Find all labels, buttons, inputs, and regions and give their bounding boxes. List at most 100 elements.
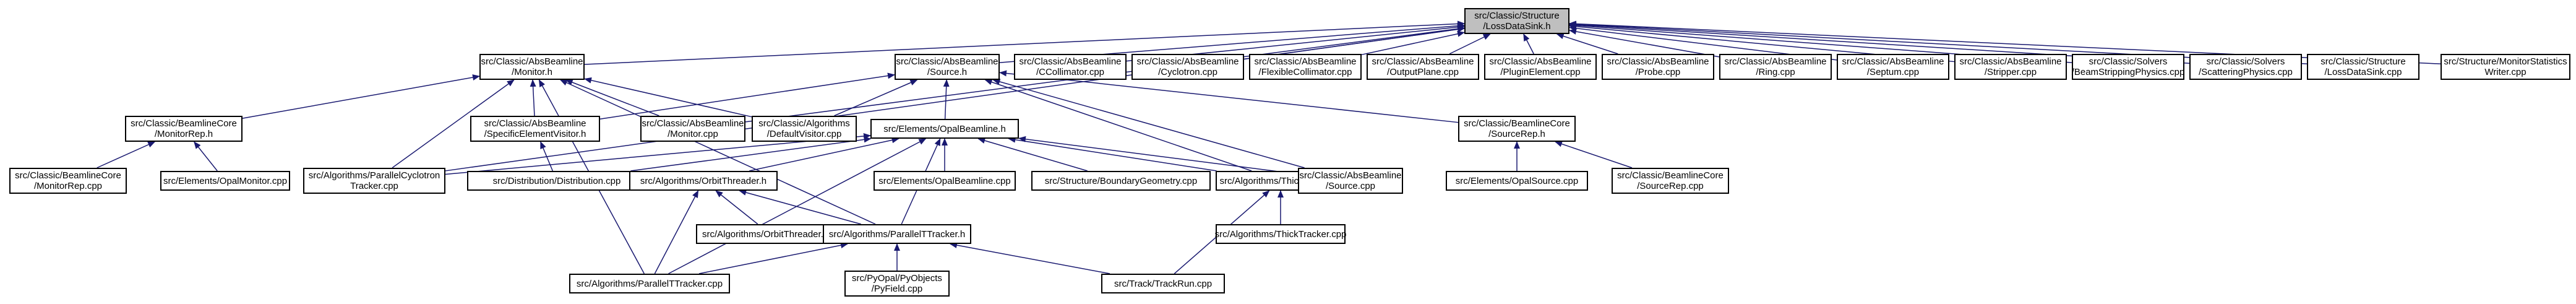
node-label-line: src/Algorithms/ThickTracker.cpp: [1214, 228, 1347, 240]
node-paralleltracker-cpp[interactable]: src/Algorithms/ParallelTTracker.cpp: [569, 274, 730, 293]
node-lossdatasink-h[interactable]: src/Classic/Structure/LossDataSink.h: [1464, 8, 1569, 34]
node-label-line: src/Distribution/Distribution.cpp: [492, 175, 621, 186]
node-flexiblecollimator-cpp[interactable]: src/Classic/AbsBeamline/FlexibleCollimat…: [1249, 54, 1362, 80]
node-probe-cpp[interactable]: src/Classic/AbsBeamline/Probe.cpp: [1602, 54, 1714, 80]
node-label-line: /FlexibleCollimator.cpp: [1258, 67, 1352, 77]
node-paralleltracker-h[interactable]: src/Algorithms/ParallelTTracker.h: [823, 224, 971, 244]
node-label-line: /LossDataSink.cpp: [2324, 67, 2402, 77]
edge-thicktracker-h-to-source-h: [984, 79, 1252, 172]
node-sourcerep-cpp[interactable]: src/Classic/BeamlineCore/SourceRep.cpp: [1612, 168, 1729, 194]
node-boundarygeometry-cpp[interactable]: src/Structure/BoundaryGeometry.cpp: [1031, 171, 1211, 191]
node-label-line: src/Classic/BeamlineCore: [1464, 118, 1570, 129]
node-label-line: /LossDataSink.h: [1483, 21, 1551, 32]
edge-ring-cpp-to-lossdatasink-h: [1569, 28, 1720, 58]
node-specificelementvisitor-h[interactable]: src/Classic/AbsBeamline/SpecificElementV…: [470, 116, 600, 142]
edge-sourcerep-cpp-to-sourcerep-h: [1555, 141, 1633, 168]
node-label-line: src/Algorithms/OrbitThreader.h: [640, 175, 767, 186]
node-label-line: src/Classic/AbsBeamline: [642, 118, 744, 129]
edge-opalmonitor-cpp-to-monitorrep-h: [194, 141, 218, 172]
node-lossdatasink-cpp[interactable]: src/Classic/Structure/LossDataSink.cpp: [2307, 54, 2419, 80]
node-label-line: /MonitorRep.h: [154, 129, 213, 139]
edge-distribution-cpp-to-specificelementvisitor-h: [540, 141, 554, 172]
node-label-line: src/Classic/AbsBeamline: [896, 56, 998, 67]
node-label-line: src/Classic/AbsBeamline: [1489, 56, 1592, 67]
node-thicktracker-cpp[interactable]: src/Algorithms/ThickTracker.cpp: [1214, 224, 1347, 244]
node-source-h[interactable]: src/Classic/AbsBeamline/Source.h: [895, 54, 1000, 80]
node-label-line: /SourceRep.cpp: [1637, 181, 1704, 191]
edge-parallelcyclotrontracker-cpp-to-opalbeamline-h: [445, 132, 871, 175]
node-monitor-cpp[interactable]: src/Classic/AbsBeamline/Monitor.cpp: [640, 116, 745, 142]
node-label-line: src/Classic/AbsBeamline: [484, 118, 586, 129]
node-ring-cpp[interactable]: src/Classic/AbsBeamline/Ring.cpp: [1719, 54, 1832, 80]
edge-boundarygeometry-cpp-to-opalbeamline-h: [977, 137, 1088, 172]
node-beamstrippingphysics-cpp[interactable]: src/Classic/Solvers/BeamStrippingPhysics…: [2072, 54, 2184, 80]
node-cyclotron-cpp[interactable]: src/Classic/AbsBeamline/Cyclotron.cpp: [1131, 54, 1244, 80]
node-ccollimator-cpp[interactable]: src/Classic/AbsBeamline/CCollimator.cpp: [1014, 54, 1127, 80]
node-label-line: Tracker.cpp: [350, 181, 398, 191]
node-label-line: src/Track/TrackRun.cpp: [1114, 278, 1213, 289]
node-stripper-cpp[interactable]: src/Classic/AbsBeamline/Stripper.cpp: [1954, 54, 2067, 80]
edge-monitor-cpp-to-monitor-h: [565, 79, 659, 116]
edge-thicktracker-h-to-opalbeamline-h: [1008, 136, 1217, 172]
edge-opalbeamline-h-to-source-h: [943, 79, 950, 119]
node-outputplane-cpp[interactable]: src/Classic/AbsBeamline/OutputPlane.cpp: [1367, 54, 1479, 80]
node-source-cpp[interactable]: src/Classic/AbsBeamline/Source.cpp: [1298, 168, 1403, 194]
node-monitor-h[interactable]: src/Classic/AbsBeamline/Monitor.h: [479, 54, 585, 80]
node-label-line: /CCollimator.cpp: [1036, 67, 1105, 77]
node-label-line: /Probe.cpp: [1635, 67, 1681, 77]
node-distribution-cpp[interactable]: src/Distribution/Distribution.cpp: [467, 171, 646, 191]
node-label-line: src/Structure/BoundaryGeometry.cpp: [1044, 175, 1198, 186]
node-scatteringphysics-cpp[interactable]: src/Classic/Solvers/ScatteringPhysics.cp…: [2189, 54, 2302, 80]
node-orbitthreader-cpp[interactable]: src/Algorithms/OrbitThreader.cpp: [696, 224, 844, 244]
node-pluginelement-cpp[interactable]: src/Classic/AbsBeamline/PluginElement.cp…: [1484, 54, 1597, 80]
edge-distribution-cpp-to-opalbeamline-h: [630, 136, 872, 172]
node-sourcerep-h[interactable]: src/Classic/BeamlineCore/SourceRep.h: [1458, 116, 1576, 142]
node-septum-cpp[interactable]: src/Classic/AbsBeamline/Septum.cpp: [1837, 54, 1949, 80]
edge-flexiblecollimator-cpp-to-lossdatasink-h: [1361, 30, 1465, 56]
edge-defaultvisitor-cpp-to-monitor-h: [584, 77, 752, 118]
edge-parallelcyclotrontracker-cpp-to-lossdatasink-h: [445, 26, 1465, 172]
node-label-line: src/Classic/Algorithms: [758, 118, 850, 129]
node-label-line: /SpecificElementVisitor.h: [484, 129, 586, 139]
node-opalsource-cpp[interactable]: src/Elements/OpalSource.cpp: [1446, 171, 1588, 191]
edge-monitorrep-cpp-to-monitorrep-h: [97, 141, 156, 168]
node-label-line: src/Classic/AbsBeamline: [1299, 170, 1402, 181]
node-label-line: /Monitor.h: [512, 67, 552, 77]
edge-specificelementvisitor-h-to-monitor-h: [530, 79, 536, 116]
edge-pluginelement-cpp-to-lossdatasink-h: [1523, 33, 1534, 54]
node-label-line: src/Algorithms/ParallelTTracker.h: [828, 228, 966, 240]
node-label-line: src/Structure/MonitorStatistics: [2444, 56, 2567, 67]
node-label-line: Writer.cpp: [2484, 67, 2527, 77]
edge-outputplane-cpp-to-lossdatasink-h: [1449, 33, 1491, 54]
node-label-line: src/Classic/AbsBeamline: [1724, 56, 1827, 67]
node-monitorrep-cpp[interactable]: src/Classic/BeamlineCore/MonitorRep.cpp: [9, 168, 127, 194]
node-orbitthreader-h[interactable]: src/Algorithms/OrbitThreader.h: [629, 171, 778, 191]
node-label-line: src/Elements/OpalBeamline.h: [883, 123, 1006, 134]
node-label-line: /Monitor.cpp: [668, 129, 718, 139]
edge-paralleltracker-cpp-to-orbitthreader-h: [654, 190, 699, 274]
node-opalmonitor-cpp[interactable]: src/Elements/OpalMonitor.cpp: [160, 171, 290, 191]
node-monitorrep-h[interactable]: src/Classic/BeamlineCore/MonitorRep.h: [125, 116, 243, 142]
node-label-line: src/Elements/OpalBeamline.cpp: [878, 175, 1011, 186]
node-label-line: src/Classic/AbsBeamline: [1254, 56, 1357, 67]
edge-defaultvisitor-cpp-to-source-h: [834, 79, 918, 116]
node-opalbeamline-cpp[interactable]: src/Elements/OpalBeamline.cpp: [874, 171, 1016, 191]
node-opalbeamline-h[interactable]: src/Elements/OpalBeamline.h: [870, 119, 1019, 139]
node-label-line: /BeamStrippingPhysics.cpp: [2071, 67, 2185, 77]
node-pyfield-cpp[interactable]: src/PyOpal/PyObjects/PyField.cpp: [844, 271, 950, 297]
edge-probe-cpp-to-lossdatasink-h: [1556, 33, 1618, 54]
node-label-line: /Ring.cpp: [1756, 67, 1795, 77]
node-defaultvisitor-cpp[interactable]: src/Classic/Algorithms/DefaultVisitor.cp…: [752, 116, 857, 142]
node-label-line: /ScatteringPhysics.cpp: [2199, 67, 2293, 77]
node-label-line: src/Classic/AbsBeamline: [1842, 56, 1944, 67]
node-trackrun-cpp[interactable]: src/Track/TrackRun.cpp: [1101, 274, 1225, 293]
node-label-line: src/Classic/Solvers: [2206, 56, 2285, 67]
node-label-line: src/Classic/AbsBeamline: [481, 56, 583, 67]
edge-source-cpp-to-opalbeamline-h: [1018, 136, 1299, 175]
node-label-line: /SourceRep.h: [1488, 129, 1545, 139]
node-label-line: /Cyclotron.cpp: [1158, 67, 1217, 77]
node-label-line: /Source.cpp: [1325, 181, 1376, 191]
